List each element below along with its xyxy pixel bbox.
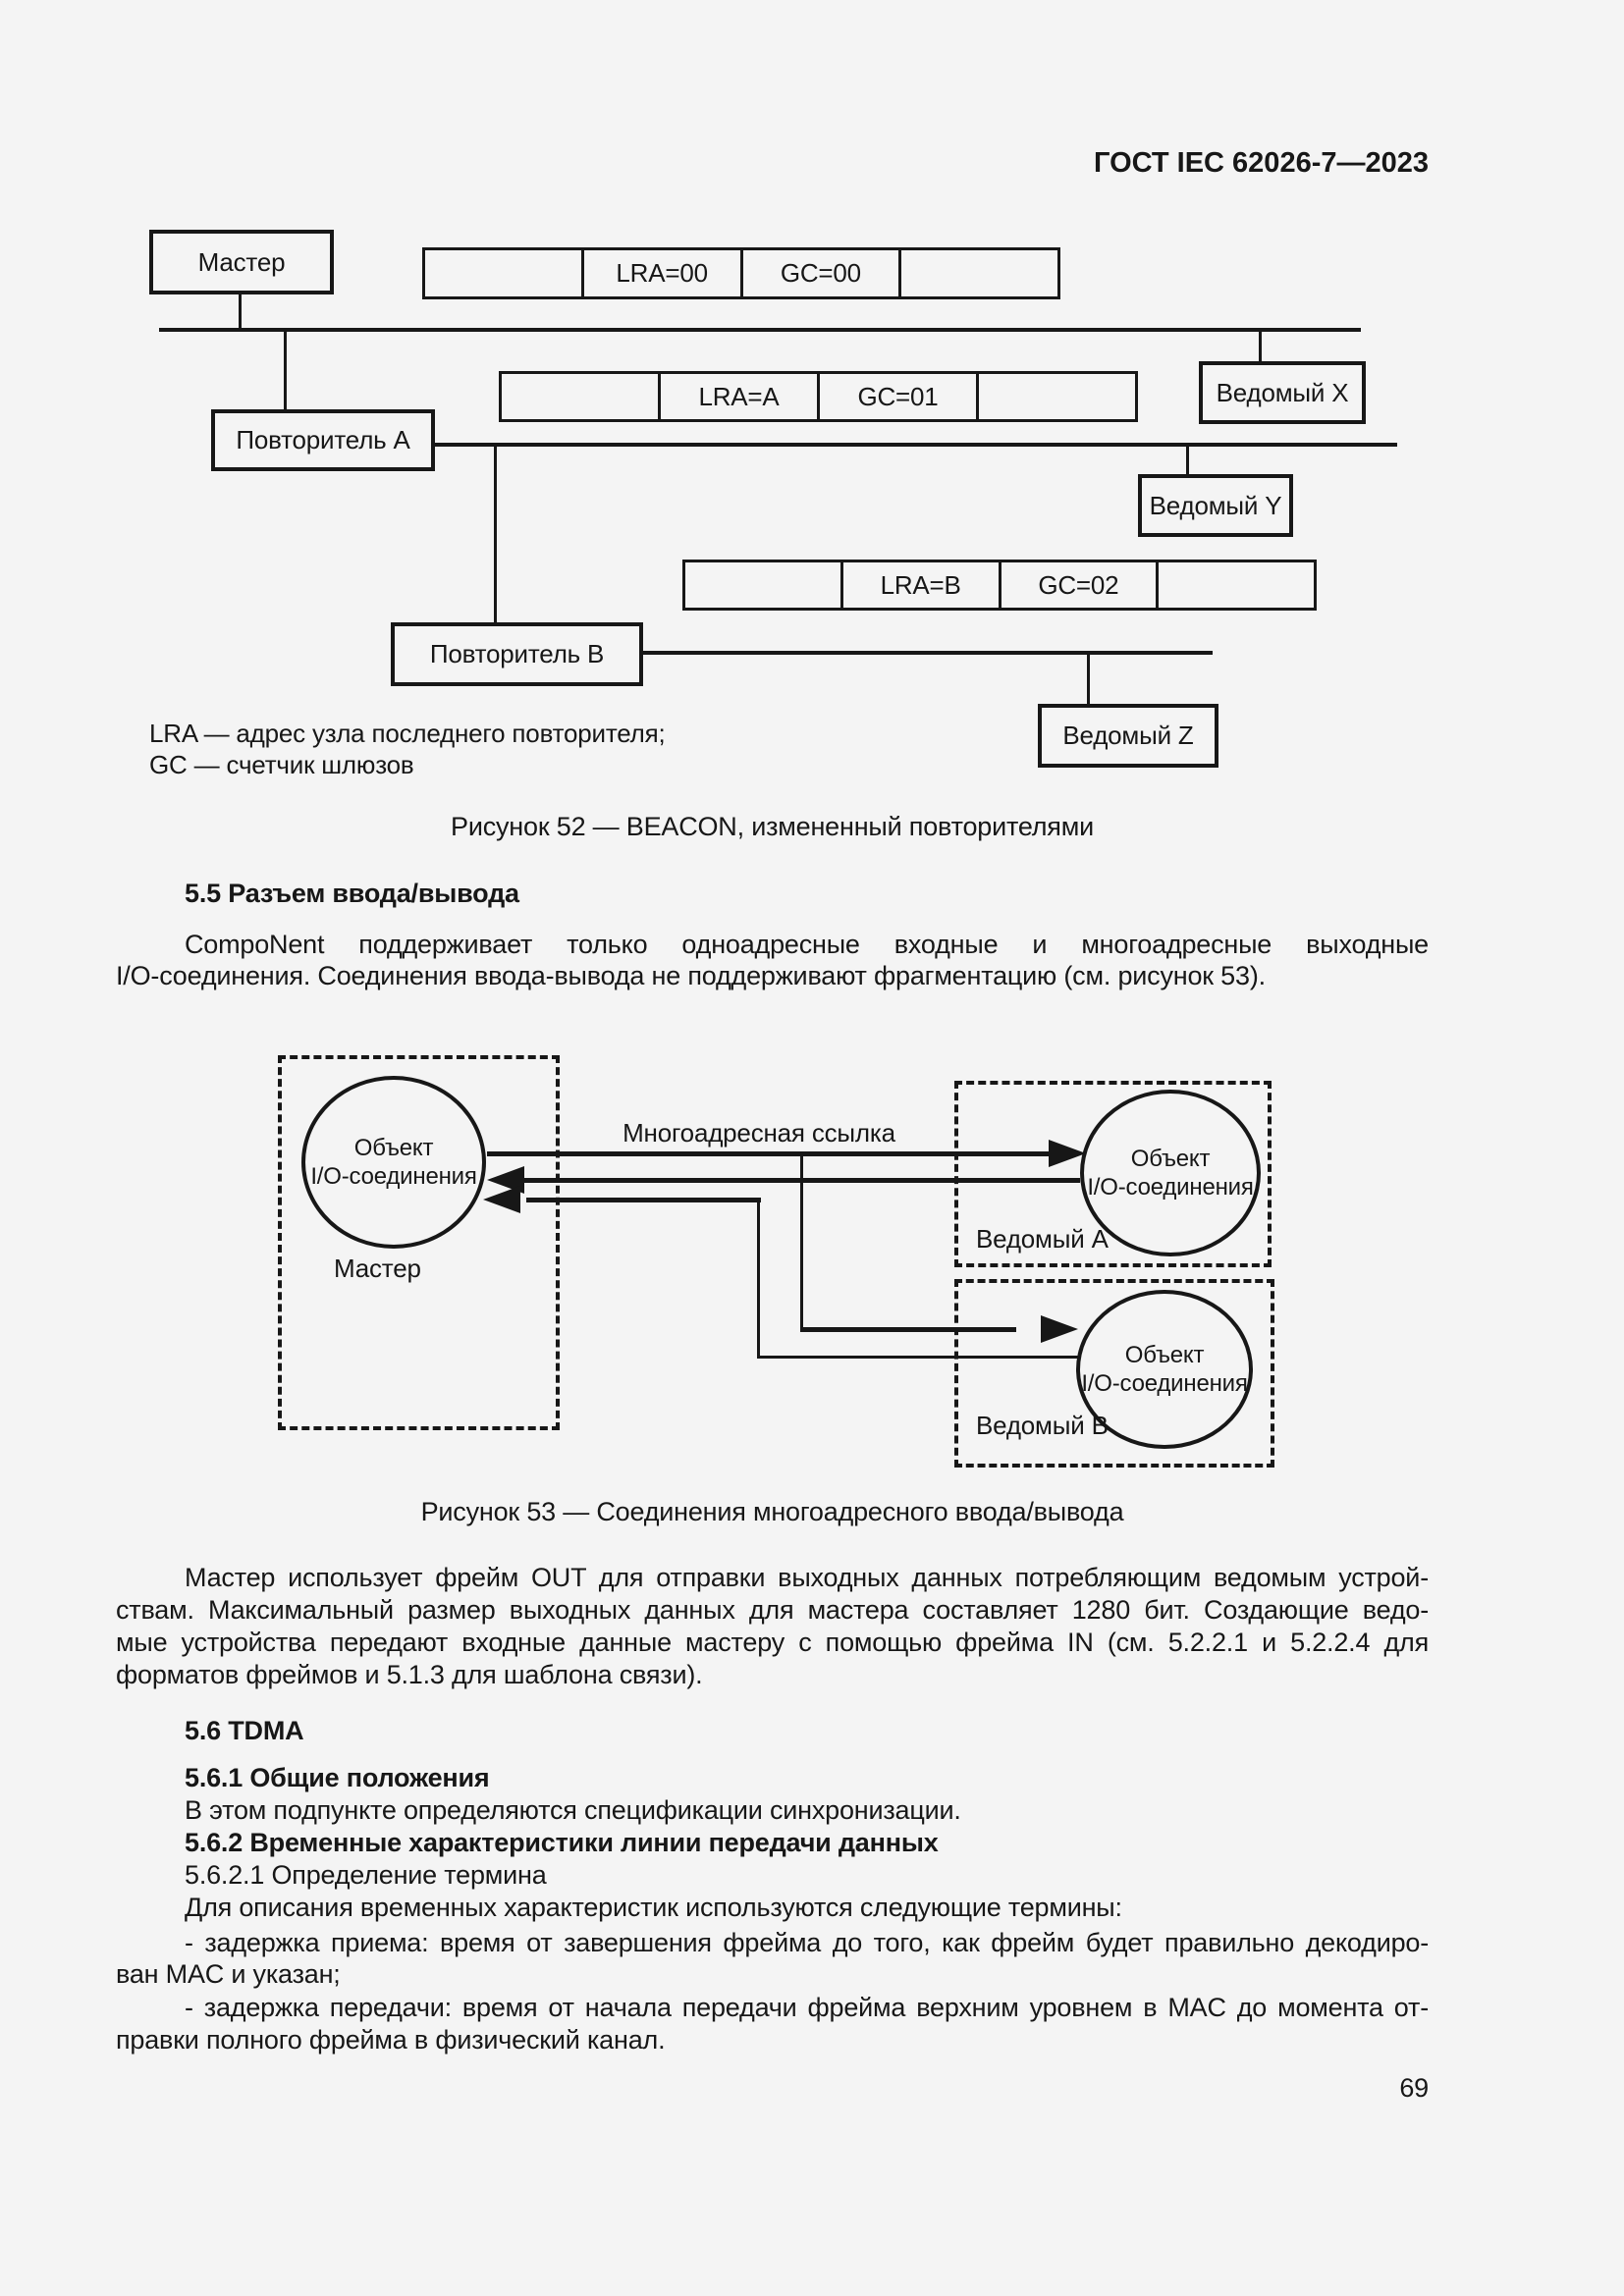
fig53-slave-b-object-line2: I/O-соединения bbox=[1081, 1370, 1248, 1397]
fig52-bus2-line bbox=[435, 443, 1397, 447]
fig53-in-a-arrow-line bbox=[520, 1178, 1080, 1183]
list-item2-line1: - задержка передачи: время от начала пер… bbox=[185, 1993, 1429, 2022]
fig52-caption: Рисунок 52 — BEACON, измененный повторит… bbox=[451, 812, 1094, 841]
fig52-frame2-cell-gc: GC=01 bbox=[817, 374, 976, 419]
fig52-legend-lra: LRA — адрес узла последнего повторителя; bbox=[149, 719, 666, 748]
para-out-line2: ствам. Максимальный размер выходных данн… bbox=[116, 1595, 1429, 1625]
fig53-master-label: Мастер bbox=[334, 1254, 421, 1283]
fig52-repeater-a-box: Повторитель A bbox=[211, 409, 435, 471]
fig53-master-dashed-box bbox=[278, 1055, 560, 1430]
fig52-legend-gc: GC — счетчик шлюзов bbox=[149, 750, 414, 779]
list-item1-line1: - задержка приема: время от завершения ф… bbox=[185, 1928, 1429, 1957]
fig52-beacon-frame-1: LRA=00 GC=00 bbox=[422, 247, 1060, 299]
fig52-bus2-repeaterB-line bbox=[494, 447, 497, 622]
fig53-caption: Рисунок 53 — Соединения многоадресного в… bbox=[420, 1497, 1124, 1526]
fig53-slave-a-object-line1: Объект bbox=[1130, 1146, 1211, 1172]
fig53-in-b-bottom-line bbox=[757, 1356, 1078, 1359]
heading-5-5: 5.5 Разъем ввода/вывода bbox=[185, 879, 519, 908]
fig52-master-drop-line bbox=[239, 293, 242, 330]
fig52-repeater-b-box: Повторитель B bbox=[391, 622, 643, 686]
fig52-frame3-cell-empty2 bbox=[1156, 562, 1314, 608]
fig52-frame2-cell-empty2 bbox=[976, 374, 1135, 419]
fig52-master-box: Мастер bbox=[149, 230, 334, 294]
fig53-master-object-line1: Объект bbox=[353, 1135, 434, 1161]
text-5-6-2-1: Для описания временных характеристик исп… bbox=[185, 1893, 1122, 1922]
list-item2-line2: правки полного фрейма в физический канал… bbox=[116, 2025, 666, 2055]
heading-5-6-2: 5.6.2 Временные характеристики линии пер… bbox=[185, 1828, 939, 1857]
fig53-slave-a-object-ellipse: Объект I/O-соединения bbox=[1080, 1090, 1261, 1256]
fig53-out-branch-riser bbox=[800, 1153, 803, 1331]
para-out-line3: мые устройства передают входные данные м… bbox=[116, 1628, 1429, 1657]
heading-5-6: 5.6 TDMA bbox=[185, 1716, 304, 1745]
fig52-frame1-cell-empty1 bbox=[425, 250, 581, 296]
fig52-bus1-slaveX-line bbox=[1259, 332, 1262, 361]
fig52-slave-z-box: Ведомый Z bbox=[1038, 704, 1218, 768]
page-number: 69 bbox=[1399, 2073, 1429, 2103]
fig52-beacon-frame-3: LRA=B GC=02 bbox=[682, 560, 1317, 611]
fig53-slave-a-object-line2: I/O-соединения bbox=[1087, 1174, 1254, 1201]
fig52-slave-y-box: Ведомый Y bbox=[1138, 474, 1293, 537]
fig53-out-branch-line bbox=[800, 1327, 1016, 1332]
list-item1-line2: ван MAC и указан; bbox=[116, 1959, 341, 1989]
para-out-line1: Мастер использует фрейм OUT для отправки… bbox=[185, 1563, 1429, 1592]
fig52-frame3-cell-gc: GC=02 bbox=[998, 562, 1157, 608]
fig53-out-arrowhead-slaveB bbox=[1041, 1315, 1078, 1343]
fig53-slave-b-object-ellipse: Объект I/O-соединения bbox=[1076, 1290, 1253, 1449]
fig53-out-arrow-line bbox=[487, 1151, 1056, 1156]
fig53-in-b-arrow-line bbox=[526, 1198, 761, 1202]
page-header: ГОСТ IEC 62026-7—2023 bbox=[1094, 147, 1429, 179]
fig53-slave-a-label: Ведомый A bbox=[976, 1224, 1109, 1254]
fig52-frame1-cell-lra: LRA=00 bbox=[580, 250, 740, 296]
fig53-master-object-line2: I/O-соединения bbox=[310, 1163, 477, 1190]
fig52-frame3-cell-lra: LRA=B bbox=[839, 562, 999, 608]
fig53-in-b-arrowhead bbox=[483, 1186, 520, 1213]
para-5-5-line2: I/O-соединения. Соединения ввода-вывода … bbox=[116, 961, 1266, 990]
para-5-5-line1: CompoNent поддерживает только одноадресн… bbox=[185, 930, 1429, 959]
fig52-beacon-frame-2: LRA=A GC=01 bbox=[499, 371, 1138, 422]
fig53-link-label: Многоадресная ссылка bbox=[623, 1118, 895, 1148]
heading-5-6-2-1: 5.6.2.1 Определение термина bbox=[185, 1860, 547, 1890]
fig52-frame1-cell-gc: GC=00 bbox=[739, 250, 899, 296]
fig52-bus1-line bbox=[159, 328, 1361, 332]
fig52-bus1-repeaterA-line bbox=[284, 332, 287, 409]
heading-5-6-1: 5.6.1 Общие положения bbox=[185, 1763, 490, 1792]
text-5-6-1: В этом подпункте определяются спецификац… bbox=[185, 1795, 961, 1825]
fig52-frame2-cell-empty1 bbox=[502, 374, 658, 419]
para-out-line4: форматов фреймов и 5.1.3 для шаблона свя… bbox=[116, 1660, 703, 1689]
fig53-slave-a-dashed-box bbox=[954, 1081, 1272, 1267]
fig52-frame1-cell-empty2 bbox=[898, 250, 1057, 296]
fig52-frame2-cell-lra: LRA=A bbox=[658, 374, 817, 419]
fig52-bus3-slaveZ-line bbox=[1087, 655, 1090, 704]
fig53-in-b-riser bbox=[757, 1200, 760, 1359]
fig52-slave-x-box: Ведомый X bbox=[1199, 361, 1366, 424]
fig53-master-object-ellipse: Объект I/O-соединения bbox=[301, 1076, 486, 1249]
fig53-slave-b-dashed-box bbox=[954, 1279, 1274, 1468]
fig52-frame3-cell-empty1 bbox=[685, 562, 840, 608]
fig52-bus3-line bbox=[643, 651, 1213, 655]
fig53-slave-b-label: Ведомый B bbox=[976, 1411, 1109, 1440]
fig53-slave-b-object-line1: Объект bbox=[1124, 1342, 1205, 1368]
fig53-out-arrowhead-slaveA bbox=[1049, 1140, 1086, 1167]
fig52-bus2-slaveY-line bbox=[1186, 447, 1189, 474]
